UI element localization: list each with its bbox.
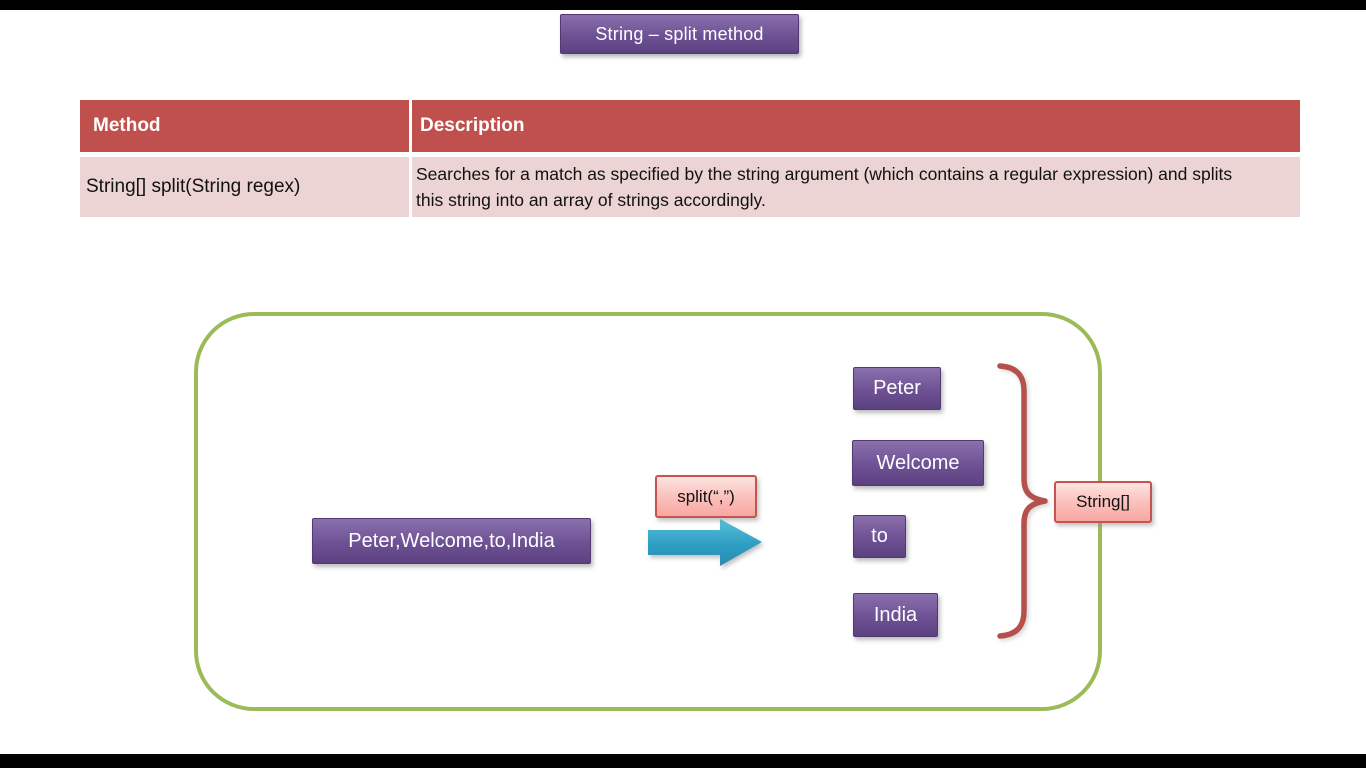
diagram-frame xyxy=(194,312,1102,711)
bottom-letterbox-bar xyxy=(0,754,1366,768)
output-text-india: India xyxy=(873,603,918,626)
table-header-row: Method Description xyxy=(80,100,1300,152)
table-header-method: Method xyxy=(80,100,409,152)
result-type-callout: String[] xyxy=(1054,481,1152,523)
output-box-welcome: Welcome xyxy=(852,440,984,486)
table-row: String[] split(String regex) Searches fo… xyxy=(80,157,1300,217)
slide-title: String – split method xyxy=(560,14,799,54)
table-cell-description-text: Searches for a match as specified by the… xyxy=(416,164,1233,210)
output-text-peter: Peter xyxy=(873,377,921,399)
output-text-to: to xyxy=(871,525,888,547)
right-arrow-icon xyxy=(648,519,762,566)
table-column-divider xyxy=(409,157,412,217)
input-string-box: Peter,Welcome,to,India xyxy=(312,518,591,564)
slide-title-text: String – split method xyxy=(595,23,764,44)
table-cell-description: Searches for a match as specified by the… xyxy=(412,157,1300,217)
table-cell-method: String[] split(String regex) xyxy=(80,157,409,217)
input-string-text: Peter,Welcome,to,India xyxy=(348,529,555,552)
method-table: Method Description String[] split(String… xyxy=(80,100,1300,217)
curly-brace-icon xyxy=(997,363,1048,639)
split-operation-callout: split(“,”) xyxy=(655,475,757,518)
output-box-india: India xyxy=(853,593,938,637)
table-column-divider xyxy=(409,100,412,152)
top-letterbox-bar xyxy=(0,0,1366,10)
output-text-welcome: Welcome xyxy=(876,451,960,474)
result-type-text: String[] xyxy=(1076,492,1130,511)
output-box-to: to xyxy=(853,515,906,558)
split-operation-text: split(“,”) xyxy=(677,486,735,506)
output-box-peter: Peter xyxy=(853,367,941,410)
table-header-description: Description xyxy=(412,100,1300,152)
